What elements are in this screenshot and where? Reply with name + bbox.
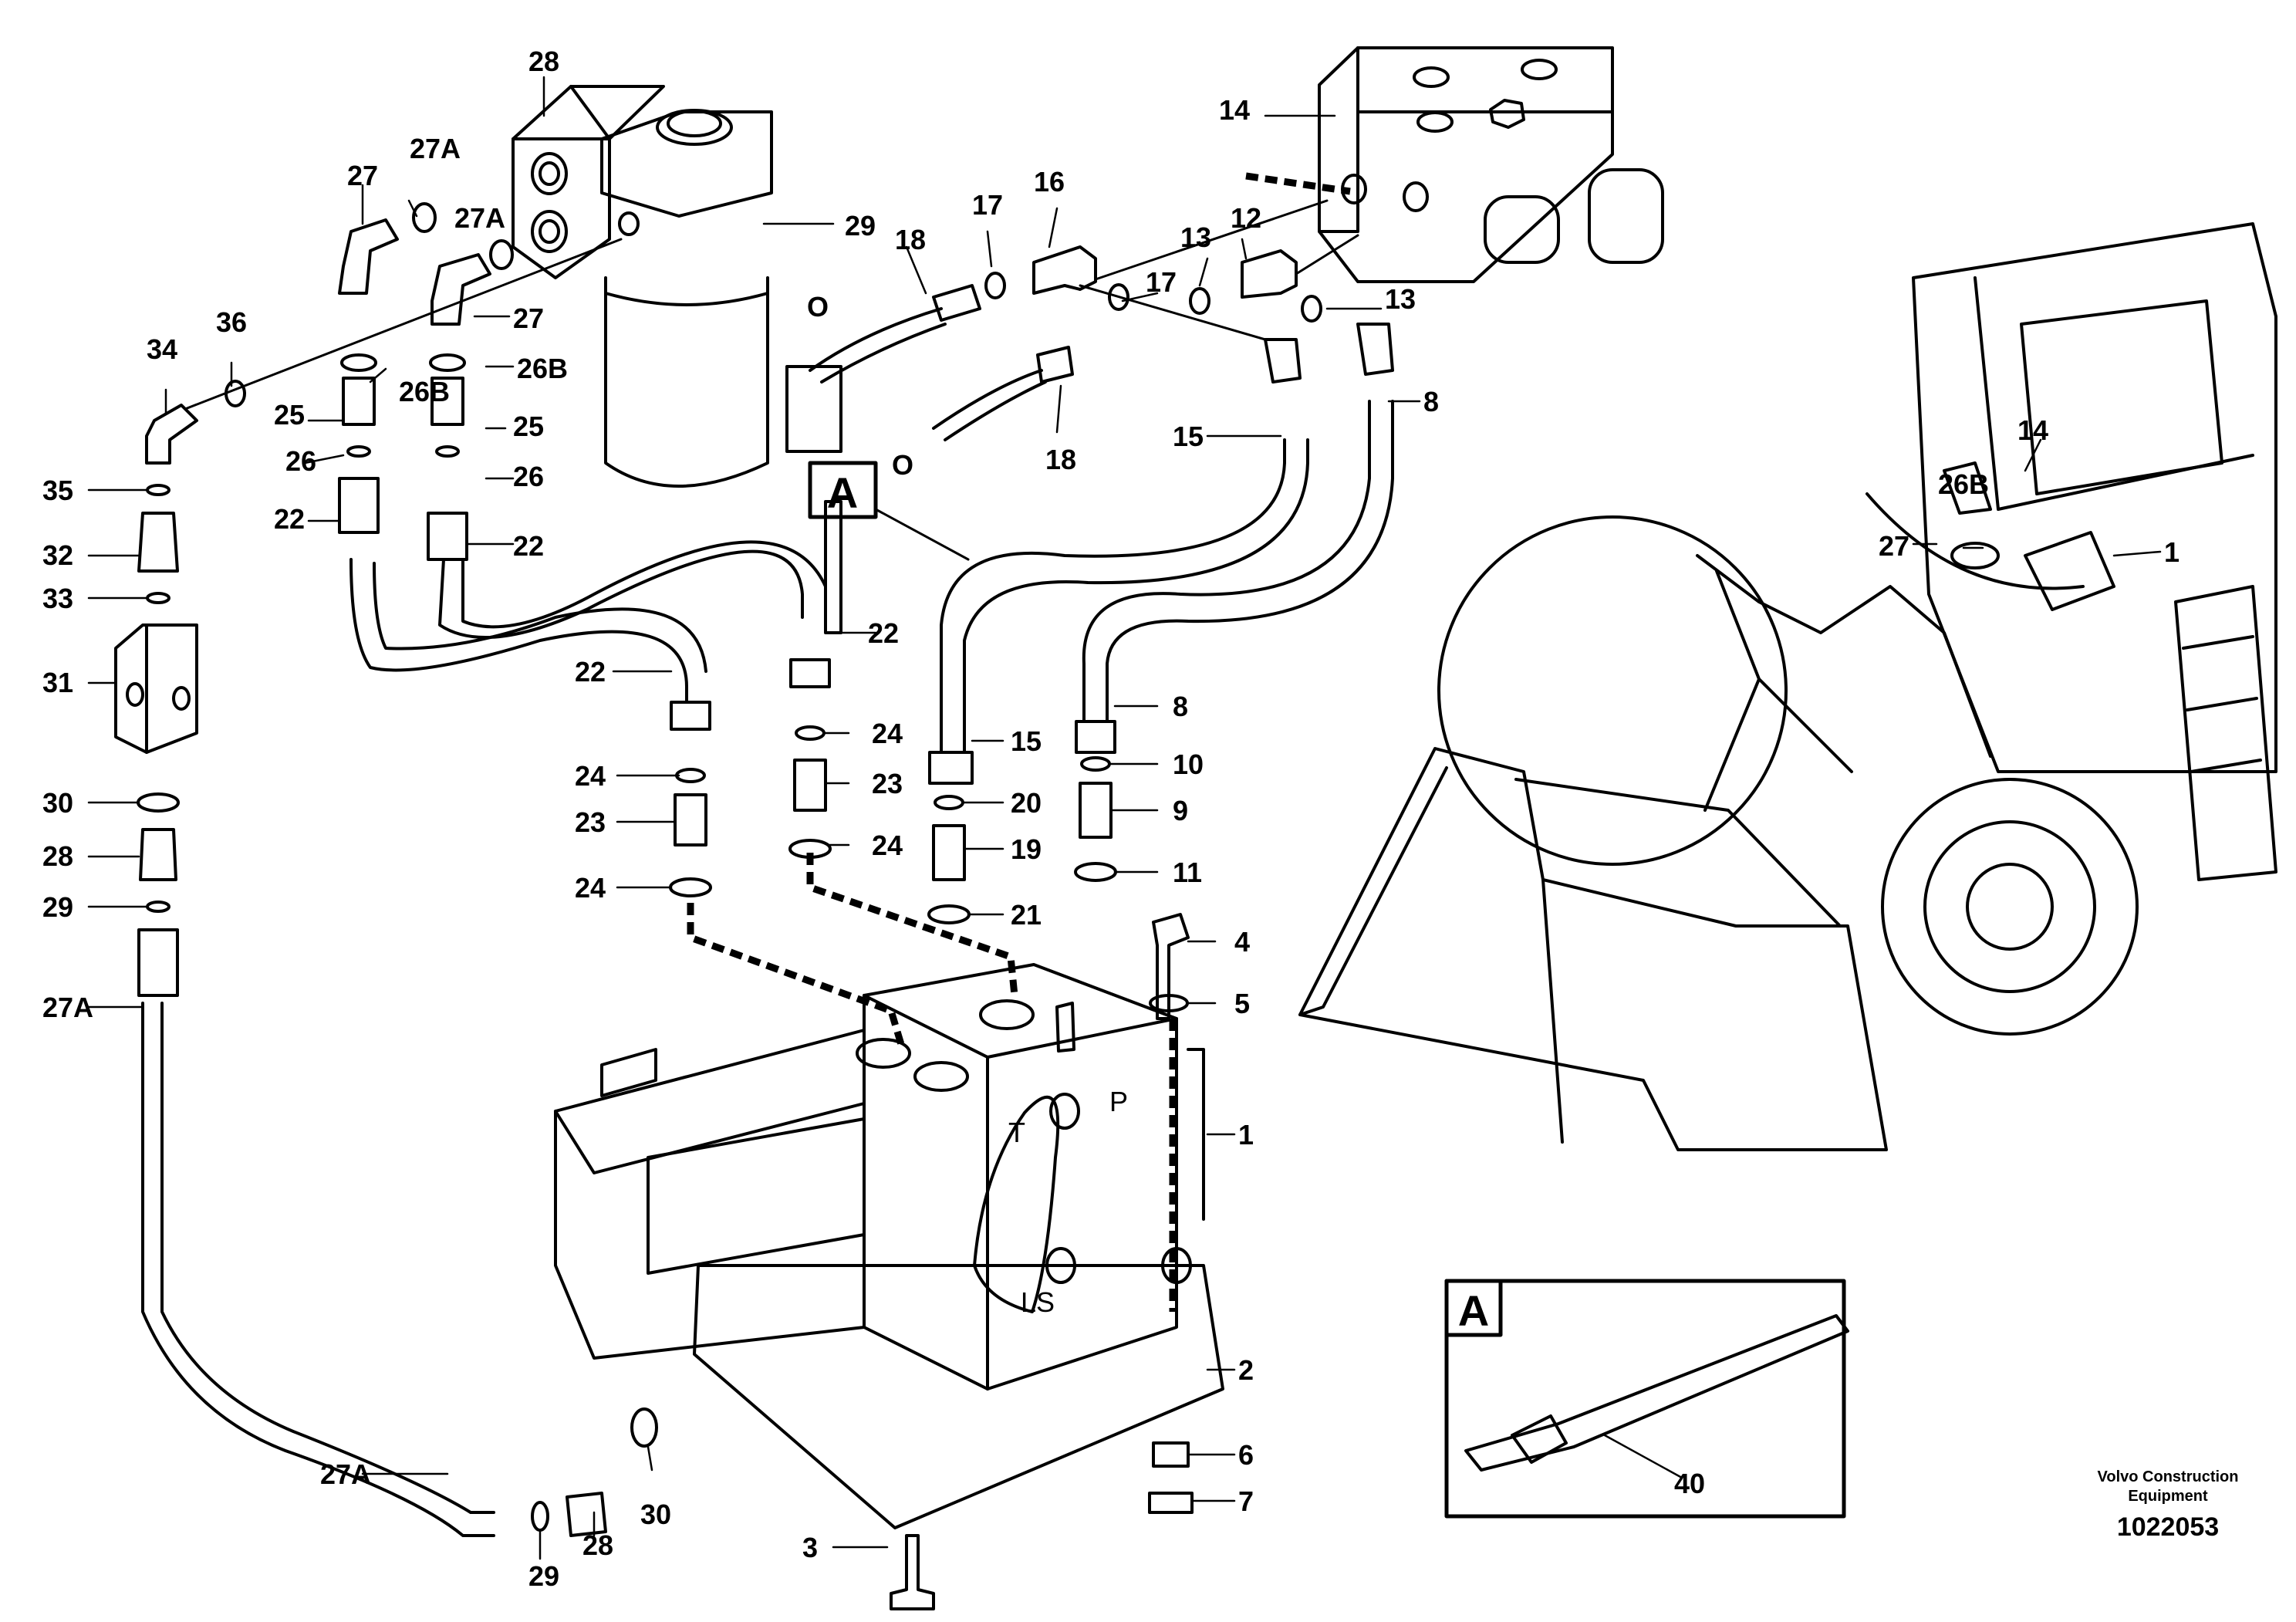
leader-lines — [87, 76, 2162, 1560]
callout-23: 23 — [872, 768, 903, 799]
callout-10: 10 — [1173, 748, 1204, 780]
port-t: T — [1008, 1117, 1025, 1148]
callout-38: 35 — [42, 475, 73, 506]
callout-22-4: 22 — [575, 656, 606, 688]
filter-housing — [512, 85, 773, 488]
callout-17: 17 — [972, 189, 1003, 221]
detail-a-panel — [1444, 1279, 1849, 1519]
callout-27a-2: 27A — [454, 202, 505, 234]
callout-28-2: 26B — [1938, 468, 1989, 500]
detail-a-label: A — [1458, 1286, 1489, 1335]
callout-12: 12 — [1231, 202, 1261, 234]
callout-26a-2: 26 — [513, 461, 544, 492]
callout-4: 4 — [1234, 926, 1250, 958]
control-valve — [554, 963, 1224, 1529]
callout-29-2: 27 — [1879, 530, 1909, 562]
drawing-number: 1022053 — [2117, 1512, 2219, 1542]
callout-28: 28 — [528, 46, 559, 77]
callout-9: 9 — [1173, 795, 1188, 826]
callout-21: 21 — [1011, 899, 1042, 931]
detail-a-marker-label: A — [827, 468, 858, 517]
callout-27: 27 — [347, 160, 378, 191]
callout-15: 15 — [1011, 725, 1042, 757]
callout-6: 6 — [1238, 1439, 1254, 1471]
callout-27-2: 27 — [513, 302, 544, 334]
callout-1: 1 — [1238, 1119, 1254, 1151]
callout-31-2: 28 — [582, 1529, 613, 1561]
callout-1-2: 1 — [2164, 536, 2180, 568]
valve-block — [1318, 46, 1664, 283]
footer: Volvo Construction Equipment 1022053 — [2098, 1468, 2239, 1542]
callout-22-2: 22 — [513, 530, 544, 562]
callout-26-2: 25 — [513, 411, 544, 442]
callout-40: 40 — [1674, 1468, 1705, 1499]
callout-8-2: 8 — [1423, 386, 1439, 417]
callout-5: 5 — [1234, 988, 1250, 1019]
callout-26a: 26 — [285, 445, 316, 477]
callout-37: 34 — [147, 333, 177, 365]
callout-15-2: 15 — [1173, 421, 1204, 452]
callout-22: 22 — [274, 503, 305, 535]
company-line-1: Volvo Construction — [2098, 1468, 2239, 1485]
callout-30-2: 27A — [320, 1458, 371, 1490]
callout-26b: 26B — [517, 353, 568, 384]
callout-35: 32 — [42, 539, 73, 571]
callout-2: 2 — [1238, 1354, 1254, 1386]
callout-labels: 28 27A 27 27A 29 27 26B 26B 25 25 26 26 … — [42, 46, 2180, 1592]
callout-33: 30 — [42, 787, 73, 819]
callout-24: 24 — [872, 718, 903, 749]
callout-8: 8 — [1173, 691, 1188, 722]
callout-22-3: 22 — [868, 617, 899, 649]
callout-17-2: 17 — [1146, 266, 1177, 298]
callout-34: 31 — [42, 667, 73, 698]
outlet-o-2: O — [892, 449, 913, 481]
callout-39: 36 — [216, 306, 247, 338]
callout-18-2: 18 — [1045, 444, 1076, 475]
callout-26b-2: 26B — [399, 376, 450, 407]
port-ls: LS — [1021, 1286, 1055, 1318]
callout-13: 13 — [1180, 221, 1211, 253]
callout-36: 33 — [42, 583, 73, 614]
detail-a-marker — [808, 461, 878, 519]
fittings — [114, 199, 1394, 1610]
callout-23-2: 23 — [575, 806, 606, 838]
hoses — [141, 365, 1394, 1537]
callout-30: 27A — [42, 992, 93, 1023]
callout-31: 28 — [42, 840, 73, 872]
callout-19: 19 — [1011, 833, 1042, 865]
callout-25: 24 — [872, 830, 903, 861]
callout-16: 16 — [1034, 166, 1065, 198]
callout-27a: 27A — [410, 133, 461, 164]
dashed-connectors — [687, 172, 1351, 1312]
callout-32: 29 — [42, 891, 73, 923]
callout-24-2: 24 — [575, 760, 606, 792]
port-letters: O O T P LS A A — [807, 291, 1489, 1335]
callout-11: 11 — [1173, 857, 1202, 888]
callout-29: 29 — [845, 210, 876, 242]
callout-33-2: 30 — [640, 1499, 671, 1530]
wheel-loader — [1298, 222, 2277, 1151]
callout-32-2: 29 — [528, 1560, 559, 1592]
outlet-o-1: O — [807, 291, 829, 323]
company-line-2: Equipment — [2128, 1488, 2208, 1505]
callout-14-3: 14 — [2017, 414, 2048, 446]
callout-13-2: 13 — [1385, 283, 1416, 315]
callout-26: 25 — [274, 399, 305, 431]
callout-25-2: 24 — [575, 872, 606, 904]
callout-14: 14 — [1219, 94, 1250, 126]
port-p: P — [1109, 1086, 1128, 1117]
callout-3: 3 — [802, 1532, 818, 1563]
callout-7: 7 — [1238, 1485, 1254, 1517]
callout-20: 20 — [1011, 787, 1042, 819]
callout-18: 18 — [895, 224, 926, 255]
